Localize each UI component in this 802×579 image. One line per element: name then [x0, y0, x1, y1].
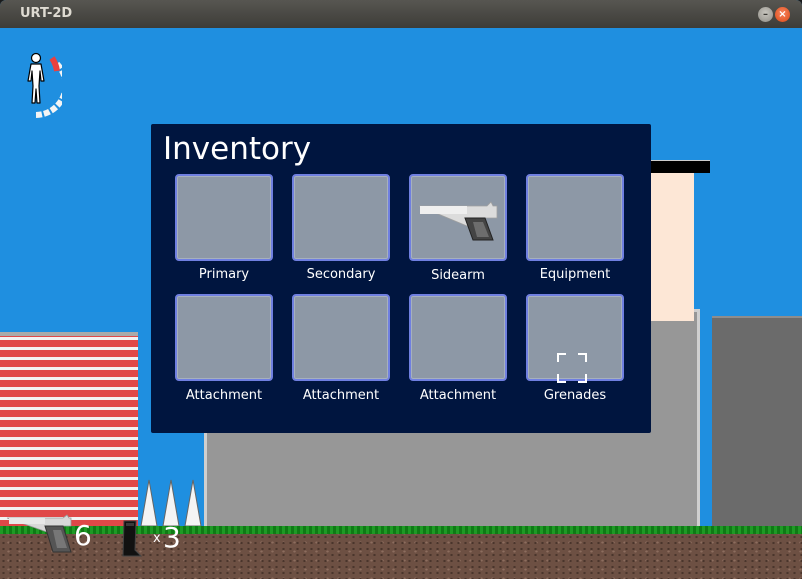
building-roof-ledge — [640, 160, 710, 173]
slot-attachment-2[interactable] — [292, 294, 390, 381]
slot-primary[interactable] — [175, 174, 273, 261]
inventory-title: Inventory — [163, 131, 312, 167]
body-silhouette-icon — [27, 52, 62, 118]
slot-label-grenades: Grenades — [543, 388, 607, 403]
close-icon: × — [778, 9, 787, 20]
minimize-button[interactable]: – — [758, 7, 773, 22]
slot-sidearm[interactable] — [409, 174, 507, 261]
minimize-icon: – — [763, 9, 768, 20]
slot-attachment-1[interactable] — [175, 294, 273, 381]
magazine-icon — [122, 520, 142, 557]
brick-wall — [0, 332, 138, 530]
slot-label-attachment-1: Attachment — [185, 388, 263, 403]
ground-grass — [0, 526, 802, 534]
slot-label-equipment: Equipment — [539, 267, 611, 282]
slot-label-secondary: Secondary — [306, 267, 376, 282]
slot-label-attachment-3: Attachment — [419, 388, 497, 403]
slot-attachment-3[interactable] — [409, 294, 507, 381]
magazine-count: 3 — [163, 521, 181, 554]
slot-label-sidearm: Sidearm — [431, 268, 485, 283]
game-viewport[interactable]: 6 x 3 Inventory Primary Secondary Sidear… — [0, 28, 802, 579]
slot-secondary[interactable] — [292, 174, 390, 261]
pistol-icon — [6, 514, 72, 553]
close-button[interactable]: × — [775, 7, 790, 22]
slot-equipment[interactable] — [526, 174, 624, 261]
slot-grenades[interactable] — [526, 294, 624, 383]
slot-label-primary: Primary — [198, 267, 250, 282]
ammo-count: 6 — [74, 519, 92, 552]
slot-label-attachment-2: Attachment — [302, 388, 380, 403]
window-title: URT-2D — [20, 6, 73, 21]
inventory-panel: Inventory Primary Secondary Sidearm Equi… — [151, 124, 651, 433]
spikes-hazard — [140, 479, 202, 526]
title-bar[interactable]: URT-2D – × — [0, 0, 802, 28]
selection-corners-icon — [557, 353, 587, 383]
magazine-multiplier: x — [153, 531, 161, 546]
background-building-right — [712, 316, 802, 558]
pistol-icon — [418, 201, 498, 241]
